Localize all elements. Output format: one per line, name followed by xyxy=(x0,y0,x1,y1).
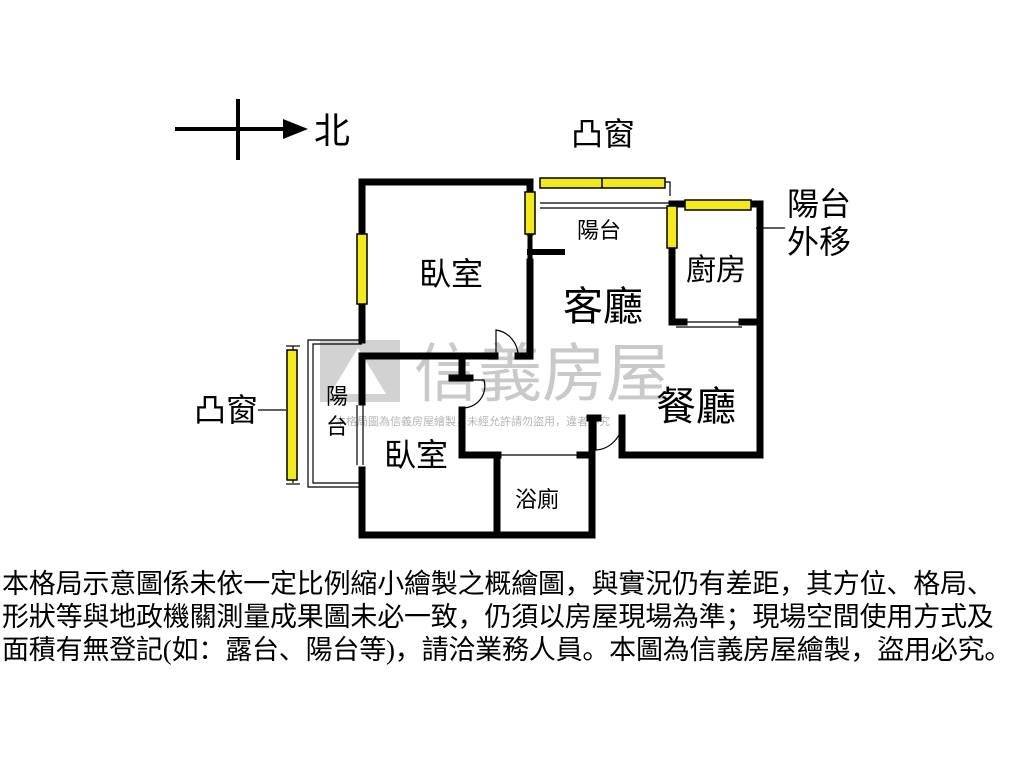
bath-door-swing xyxy=(595,420,623,451)
callout-balcony-moved-line2: 外移 xyxy=(787,224,851,260)
watermark-brand: 信義房屋 xyxy=(414,338,670,410)
disclaimer: 本格局示意圖係未依一定比例縮小繪製之概繪圖，與實況仍有差距，其方位、格局、 形狀… xyxy=(2,568,1022,667)
room-label-dining-room: 餐廳 xyxy=(656,384,736,429)
window-left-bay xyxy=(286,349,298,481)
windows xyxy=(286,177,752,481)
callouts: 凸窗 凸窗 陽台 外移 xyxy=(194,116,851,428)
compass-north-label: 北 xyxy=(314,111,350,151)
second-bedroom-door-swing xyxy=(461,379,486,409)
callout-balcony-moved-line1: 陽台 xyxy=(787,186,851,222)
walls xyxy=(358,178,764,539)
thin-outlines xyxy=(258,181,785,488)
room-label-kitchen: 廚房 xyxy=(686,254,746,287)
room-labels: 臥室 客廳 餐廳 廚房 臥室 浴廁 陽台 陽 台 xyxy=(326,218,746,512)
disclaimer-line-3: 面積有無登記(如：露台、陽台等)，請洽業務人員。本圖為信義房屋繪製，盜用必究。 xyxy=(2,635,1012,665)
callout-bay-window-left: 凸窗 xyxy=(194,392,258,428)
floor-plan: 北 信義房屋 本格局圖為信義房屋繪製，未經允許請勿盜用，違者必究 xyxy=(175,99,851,539)
watermark-notice: 本格局圖為信義房屋繪製，未經允許請勿盜用，違者必究 xyxy=(335,414,610,428)
side-balcony-inner xyxy=(312,343,362,484)
disclaimer-line-1: 本格局示意圖係未依一定比例縮小繪製之概繪圖，與實況仍有差距，其方位、格局、 xyxy=(2,569,994,599)
compass-arrow-head xyxy=(283,119,308,139)
room-label-balcony-side-top: 陽 xyxy=(326,384,348,409)
bedroom-door-swing xyxy=(495,329,519,357)
window-bedroom-left xyxy=(356,233,368,305)
window-kitchen-top xyxy=(684,199,752,211)
doors xyxy=(461,329,623,451)
window-bedroom-right xyxy=(524,191,536,235)
room-label-bedroom-second: 臥室 xyxy=(384,437,448,473)
disclaimer-line-2: 形狀等與地政機關測量成果圖未必一致，仍須以房屋現場為準；現場空間使用方式及 xyxy=(2,602,994,632)
room-label-bedroom-main: 臥室 xyxy=(419,256,483,292)
room-label-living-room: 客廳 xyxy=(563,284,643,329)
compass: 北 xyxy=(175,99,350,160)
room-label-bathroom: 浴廁 xyxy=(515,487,559,512)
watermark-logo-roof xyxy=(330,348,386,394)
room-label-balcony-side-bottom: 台 xyxy=(326,414,348,439)
watermark: 信義房屋 本格局圖為信義房屋繪製，未經允許請勿盜用，違者必究 xyxy=(320,338,670,428)
window-kitchen-left xyxy=(666,205,678,249)
callout-bay-window-top: 凸窗 xyxy=(571,116,635,152)
room-label-balcony-top: 陽台 xyxy=(577,218,621,243)
side-balcony-outer xyxy=(307,339,362,488)
